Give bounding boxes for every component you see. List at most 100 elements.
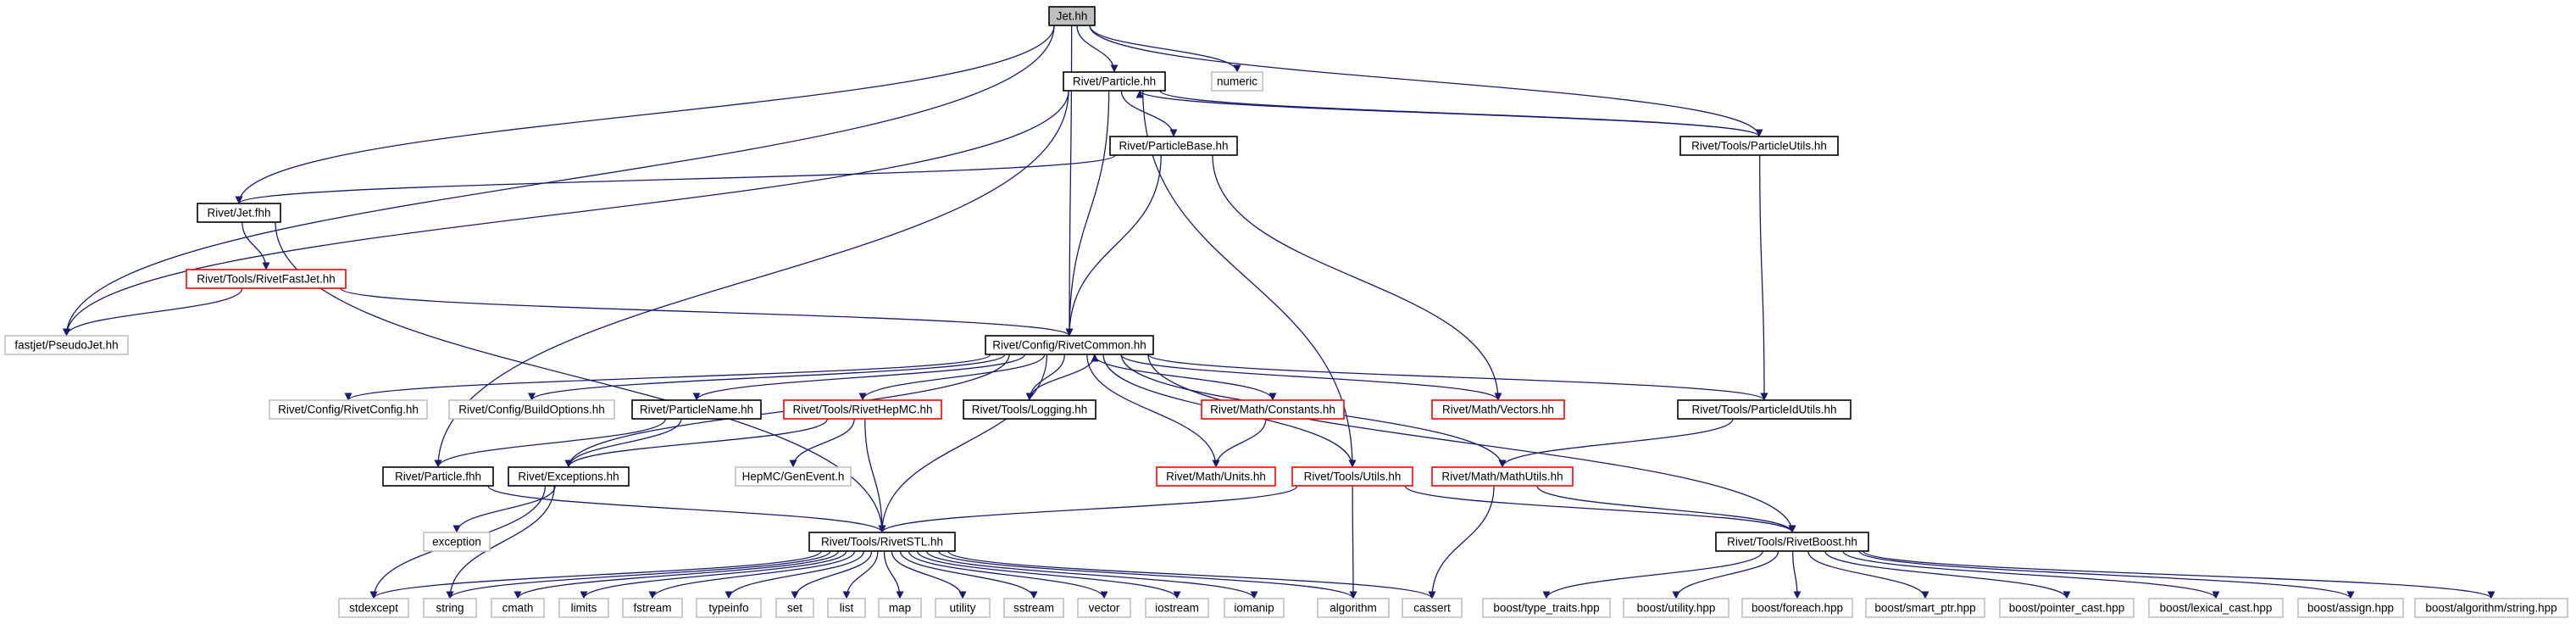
graph-node-rivet-tools-rivethepmc-hh[interactable]: Rivet/Tools/RivetHepMC.hh	[783, 399, 942, 420]
dependency-edge	[791, 550, 873, 599]
graph-node-exception: exception	[423, 532, 491, 552]
dependency-arrow	[1863, 550, 2496, 599]
graph-node-rivet-jet-fhh[interactable]: Rivet/Jet.fhh	[197, 203, 281, 223]
graph-node-rivet-tools-logging-hh[interactable]: Rivet/Tools/Logging.hh	[963, 399, 1096, 420]
dependency-arrow	[452, 485, 556, 533]
node-box	[423, 532, 491, 552]
node-box	[735, 466, 852, 487]
dependency-arrow	[842, 550, 879, 599]
node-box	[1077, 598, 1131, 618]
graph-node-rivet-particle-hh[interactable]: Rivet/Particle.hh	[1063, 71, 1166, 92]
dependency-edge	[1120, 90, 1178, 137]
node-box	[338, 598, 409, 618]
node-box	[1109, 136, 1238, 156]
dependency-edge	[1863, 550, 2496, 599]
graph-node-boost-pointer-cast-hpp: boost/pointer_cast.hpp	[1999, 598, 2135, 618]
graph-node-rivet-tools-rivetstl-hh[interactable]: Rivet/Tools/RivetSTL.hh	[808, 532, 956, 552]
dependency-arrow	[1842, 550, 2220, 599]
graph-node-rivet-config-rivetcommon-hh[interactable]: Rivet/Config/RivetCommon.hh	[985, 335, 1154, 355]
dependency-edge	[878, 354, 1048, 533]
dependency-arrow	[926, 550, 1258, 599]
graph-node-rivet-particlebase-hh[interactable]: Rivet/ParticleBase.hh	[1109, 136, 1238, 156]
node-label: Rivet/ParticleName.hh	[640, 404, 753, 416]
dependency-arrow	[1824, 550, 2071, 599]
dependency-edge	[1147, 354, 1768, 401]
node-box	[1145, 598, 1209, 618]
node-label: boost/algorithm/string.hpp	[2425, 602, 2557, 615]
node-label: typeinfo	[708, 602, 748, 615]
graph-node-boost-smart-ptr-hpp: boost/smart_ptr.hpp	[1865, 598, 1985, 618]
graph-node-string: string	[423, 598, 477, 618]
dependency-arrow	[580, 550, 847, 599]
node-box	[1677, 399, 1852, 420]
node-box	[1402, 598, 1463, 618]
graph-node-rivet-tools-rivetboost-hh[interactable]: Rivet/Tools/RivetBoost.hh	[1715, 532, 1869, 552]
dependency-arrow	[789, 418, 855, 468]
dependency-arrow	[917, 550, 1181, 599]
dependency-arrow	[908, 550, 1108, 599]
node-label: utility	[950, 602, 976, 615]
graph-node-boost-assign-hpp: boost/assign.hpp	[2297, 598, 2404, 618]
dependency-arrow	[63, 90, 1069, 337]
dependency-arrow	[1349, 485, 1357, 599]
node-label: vector	[1089, 602, 1120, 615]
node-label: stdexcept	[349, 602, 398, 615]
dependency-arrow	[1089, 25, 1763, 137]
graph-node-rivet-math-constants-hh[interactable]: Rivet/Math/Constants.hh	[1201, 399, 1345, 420]
graph-node-rivet-exceptions-hh[interactable]: Rivet/Exceptions.hh	[508, 466, 630, 487]
dependency-arrow	[242, 221, 270, 270]
graph-node-rivet-particle-fhh[interactable]: Rivet/Particle.fhh	[382, 466, 494, 487]
dependency-edge	[724, 550, 864, 599]
dependency-edge	[63, 25, 1055, 337]
node-label: map	[889, 602, 911, 615]
dependency-arrow	[1542, 550, 1763, 599]
graph-node-rivet-tools-particleutils-hh[interactable]: Rivet/Tools/ParticleUtils.hh	[1679, 136, 1839, 156]
node-box	[423, 598, 477, 618]
graph-node-rivet-particlename-hh[interactable]: Rivet/ParticleName.hh	[631, 399, 762, 420]
graph-node-sstream: sstream	[1003, 598, 1064, 618]
dependency-edge	[487, 485, 886, 533]
graph-node-rivet-math-vectors-hh[interactable]: Rivet/Math/Vectors.hh	[1431, 399, 1565, 420]
dependency-edge	[1428, 485, 1495, 599]
graph-node-rivet-math-units-hh[interactable]: Rivet/Math/Units.hh	[1156, 466, 1276, 487]
graph-node-jet-hh[interactable]: Jet.hh	[1048, 6, 1096, 26]
node-label: Rivet/Tools/RivetFastJet.hh	[197, 273, 336, 286]
dependency-edge	[1089, 25, 1763, 137]
node-box	[558, 598, 609, 618]
dependency-arrow	[1065, 90, 1110, 337]
dependency-arrow	[1089, 25, 1241, 73]
dependency-edge	[1147, 354, 1796, 533]
dependency-arrow	[344, 354, 991, 401]
dependency-arrow	[564, 418, 682, 468]
node-box	[1623, 598, 1729, 618]
node-box	[197, 203, 281, 223]
graph-node-cmath: cmath	[491, 598, 545, 618]
node-label: algorithm	[1330, 602, 1377, 615]
node-box	[1291, 466, 1413, 487]
dependency-edge	[1536, 485, 1796, 533]
graph-node-rivet-math-mathutils-hh[interactable]: Rivet/Math/MathUtils.hh	[1431, 466, 1574, 487]
node-label: boost/lexical_cast.hpp	[2160, 602, 2273, 615]
graph-node-boost-utility-hpp: boost/utility.hpp	[1623, 598, 1729, 618]
dependency-arrow	[514, 550, 840, 599]
node-box	[775, 598, 814, 618]
node-box	[1003, 598, 1064, 618]
graph-node-rivet-tools-rivetfastjet-hh[interactable]: Rivet/Tools/RivetFastJet.hh	[186, 269, 347, 289]
node-box	[4, 335, 129, 355]
dependency-arrow	[528, 354, 1006, 401]
node-label: Rivet/Tools/Logging.hh	[972, 404, 1088, 416]
node-label: Rivet/Math/Units.hh	[1166, 471, 1266, 483]
graph-node-rivet-tools-particleidutils-hh[interactable]: Rivet/Tools/ParticleIdUtils.hh	[1677, 399, 1852, 420]
dependency-arrow	[1093, 354, 1277, 401]
dependency-edge	[580, 550, 847, 599]
graph-node-hepmc-genevent-h: HepMC/GenEvent.h	[735, 466, 852, 487]
node-box	[269, 399, 428, 420]
graph-node-rivet-tools-utils-hh[interactable]: Rivet/Tools/Utils.hh	[1291, 466, 1413, 487]
dependency-arrow	[235, 154, 1116, 204]
node-box	[1063, 71, 1166, 92]
node-label: Rivet/Tools/RivetBoost.hh	[1727, 536, 1857, 549]
dependency-edge	[1076, 25, 1119, 73]
dependency-arrow	[1029, 354, 1099, 401]
